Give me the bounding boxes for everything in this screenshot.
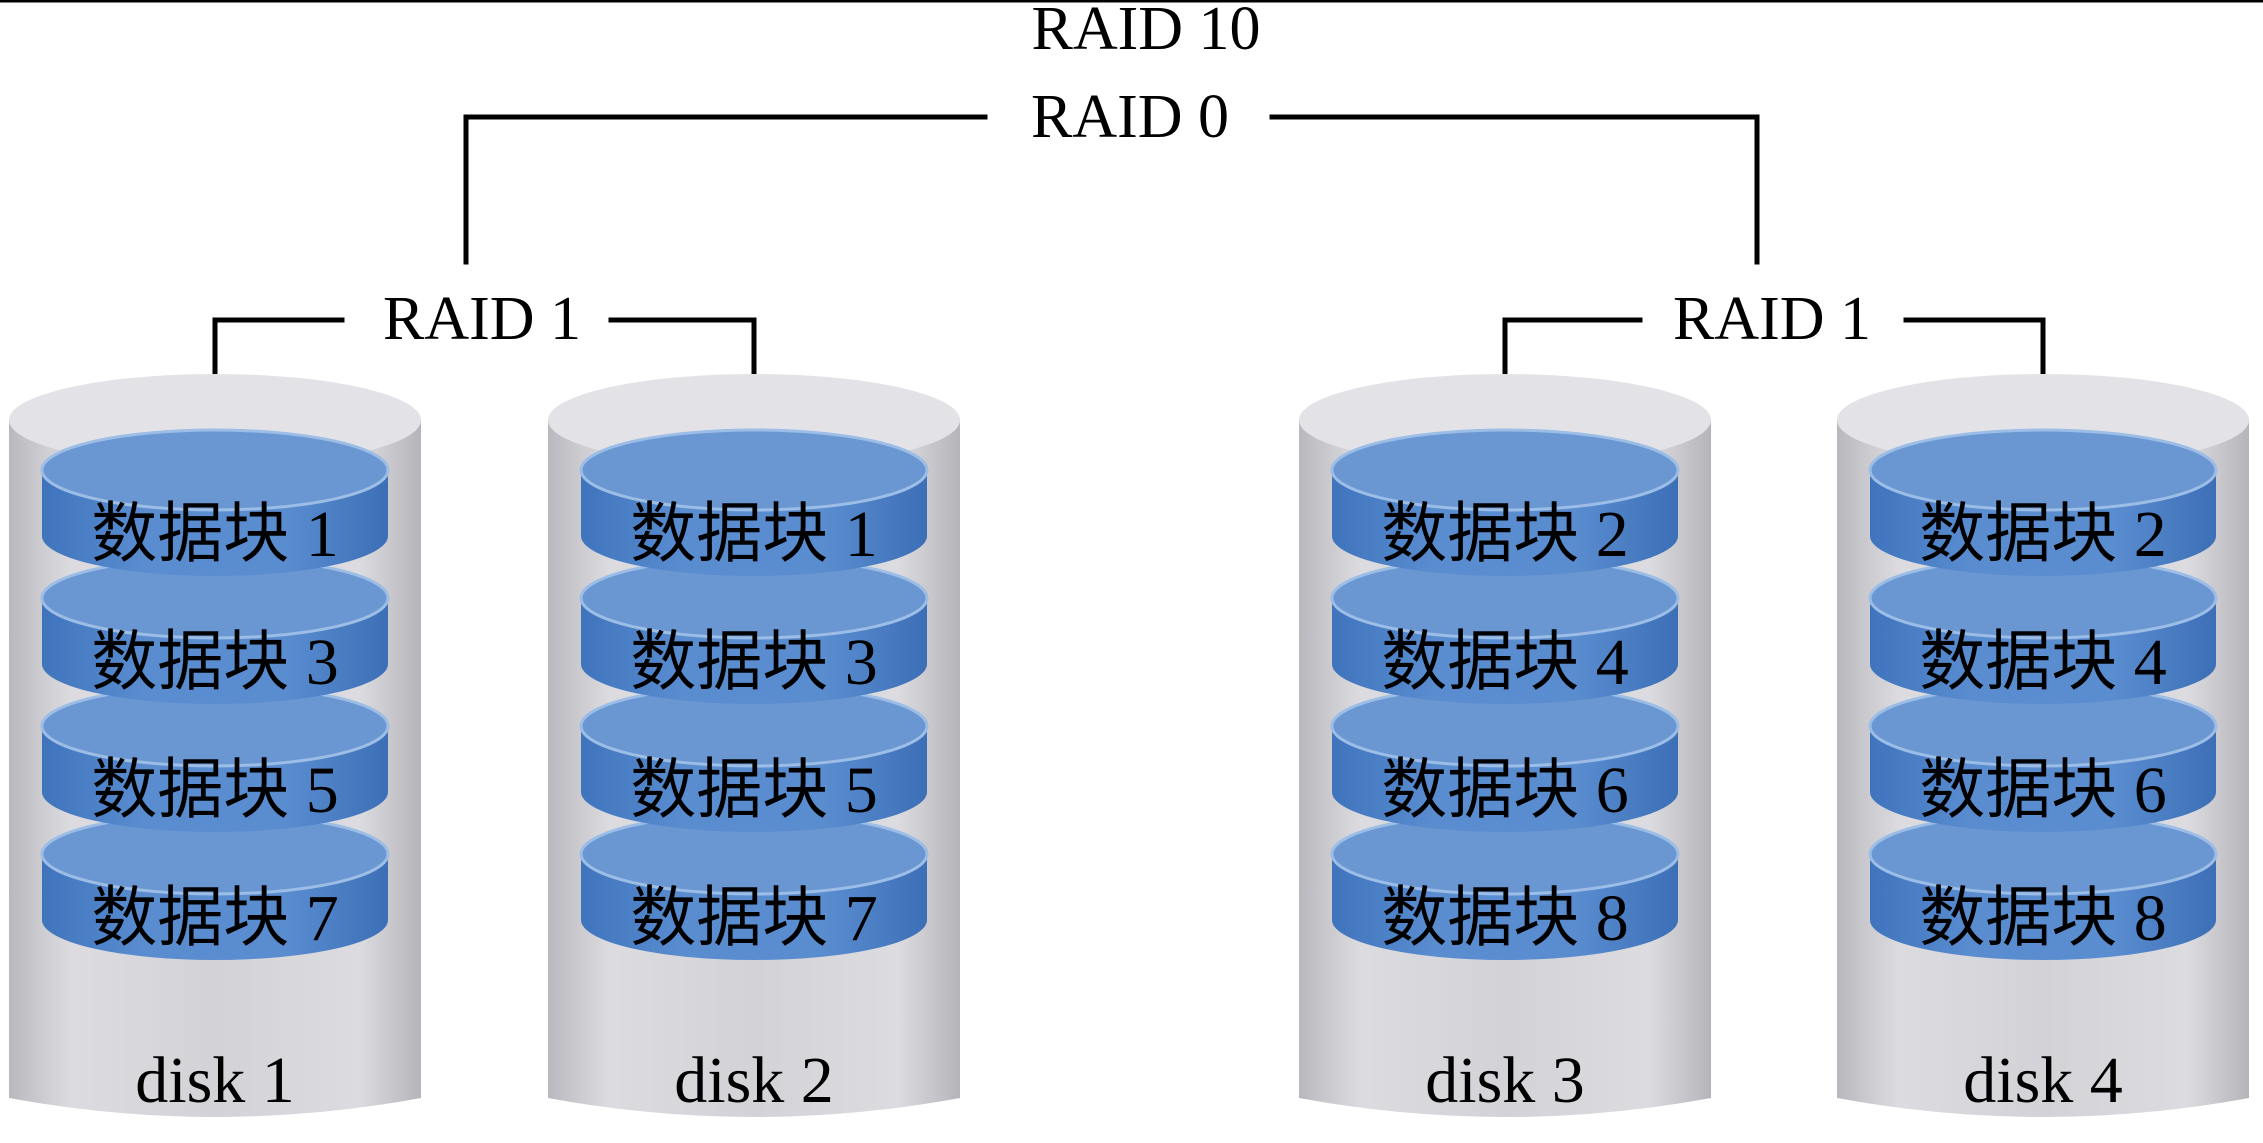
- data-block-label: 数据块 3: [630, 626, 878, 699]
- data-block: 数据块 7: [579, 812, 929, 960]
- data-block: 数据块 8: [1868, 812, 2218, 960]
- data-block-label: 数据块 2: [1381, 498, 1629, 571]
- data-block: 数据块 1: [579, 428, 929, 576]
- data-block-label: 数据块 6: [1919, 754, 2167, 827]
- raid1-right-label: RAID 1: [1673, 285, 1871, 353]
- connector-lines: [212, 114, 2046, 468]
- data-block: 数据块 2: [1330, 428, 1680, 576]
- data-block-label: 数据块 4: [1919, 626, 2167, 699]
- data-block-top: [579, 428, 929, 512]
- data-block: 数据块 6: [1330, 684, 1680, 832]
- data-block-top: [1868, 428, 2218, 512]
- data-block: 数据块 2: [1868, 428, 2218, 576]
- data-block-label: 数据块 3: [91, 626, 339, 699]
- data-block-top: [1330, 428, 1680, 512]
- disk-4: 数据块 8 数据块 6 数据块 4 数据块 2 disk 4: [1837, 374, 2249, 1117]
- data-block: 数据块 7: [40, 812, 390, 960]
- disk-label: disk 2: [674, 1044, 834, 1117]
- data-block: 数据块 5: [579, 684, 929, 832]
- data-block-label: 数据块 8: [1381, 882, 1629, 955]
- disk-label: disk 1: [135, 1044, 295, 1117]
- data-block-label: 数据块 7: [630, 882, 878, 955]
- disk-2: 数据块 7 数据块 5 数据块 3 数据块 1 disk 2: [548, 374, 960, 1117]
- raid0-label: RAID 0: [1031, 83, 1229, 151]
- data-block-label: 数据块 4: [1381, 626, 1629, 699]
- data-block: 数据块 3: [40, 556, 390, 704]
- stripe-connector-right: [1269, 114, 1760, 265]
- disk-3: 数据块 8 数据块 6 数据块 4 数据块 2 disk 3: [1299, 374, 1711, 1117]
- data-block-label: 数据块 2: [1919, 498, 2167, 571]
- data-block-label: 数据块 8: [1919, 882, 2167, 955]
- data-block: 数据块 1: [40, 428, 390, 576]
- disk-label: disk 4: [1963, 1044, 2123, 1117]
- data-block: 数据块 3: [579, 556, 929, 704]
- data-block: 数据块 4: [1330, 556, 1680, 704]
- data-block-label: 数据块 5: [630, 754, 878, 827]
- disk-1: 数据块 7 数据块 5 数据块 3 数据块 1 disk 1: [9, 374, 421, 1117]
- data-block-label: 数据块 5: [91, 754, 339, 827]
- data-block: 数据块 4: [1868, 556, 2218, 704]
- data-block-label: 数据块 6: [1381, 754, 1629, 827]
- raid10-title: RAID 10: [1031, 0, 1260, 63]
- raid1-left-label: RAID 1: [383, 285, 581, 353]
- data-block: 数据块 5: [40, 684, 390, 832]
- data-block-label: 数据块 7: [91, 882, 339, 955]
- data-block: 数据块 8: [1330, 812, 1680, 960]
- data-block-label: 数据块 1: [630, 498, 878, 571]
- disk-label: disk 3: [1425, 1044, 1585, 1117]
- data-block-label: 数据块 1: [91, 498, 339, 571]
- data-block: 数据块 6: [1868, 684, 2218, 832]
- data-block-top: [40, 428, 390, 512]
- stripe-connector-left: [463, 114, 988, 265]
